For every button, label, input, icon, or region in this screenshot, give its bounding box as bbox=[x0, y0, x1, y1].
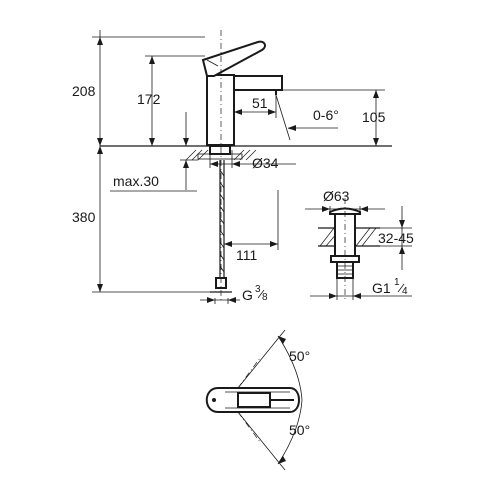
dimension-380: 380 bbox=[72, 146, 210, 293]
dimension-d34: Ø34 bbox=[209, 150, 296, 171]
dimension-32-45: 32-45 bbox=[378, 206, 414, 270]
dimension-max30: max.30 bbox=[110, 112, 198, 192]
label-swivel-top: 50° bbox=[289, 348, 310, 364]
dimension-g1-14: G1 1 4 bbox=[310, 277, 412, 300]
faucet-body bbox=[206, 74, 235, 146]
dimension-d63: Ø63 bbox=[305, 188, 385, 214]
label-d34: Ø34 bbox=[252, 155, 279, 171]
label-380: 380 bbox=[72, 209, 96, 225]
body-top bbox=[237, 392, 271, 408]
faucet-spout bbox=[233, 75, 283, 91]
label-51: 51 bbox=[252, 95, 268, 111]
dimension-208: 208 bbox=[72, 30, 205, 146]
label-32-45: 32-45 bbox=[378, 230, 414, 246]
label-g1-sub: 4 bbox=[402, 286, 408, 297]
label-g1-sup: 1 bbox=[394, 277, 400, 288]
mount-nut bbox=[209, 145, 231, 155]
dimension-111: 111 bbox=[223, 190, 279, 263]
faucet-top-view: 50° 50° bbox=[205, 329, 310, 471]
label-g38-sup: 3 bbox=[255, 284, 261, 295]
label-105: 105 bbox=[362, 109, 386, 125]
dimension-g38: G 3 8 bbox=[200, 284, 268, 304]
label-172: 172 bbox=[137, 91, 161, 107]
label-208: 208 bbox=[72, 83, 96, 99]
dimension-51: 51 bbox=[234, 95, 277, 118]
label-d63: Ø63 bbox=[323, 188, 350, 204]
label-111: 111 bbox=[236, 247, 257, 263]
dimension-105: 105 bbox=[282, 89, 386, 146]
label-angle: 0-6° bbox=[313, 107, 339, 123]
label-swivel-bottom: 50° bbox=[289, 422, 310, 438]
dimension-172: 172 bbox=[137, 55, 205, 146]
mount-washer bbox=[197, 153, 243, 160]
label-g1-main: G1 bbox=[372, 280, 391, 296]
label-max30: max.30 bbox=[113, 173, 159, 189]
faucet-lever bbox=[201, 40, 266, 77]
dimension-angle: 0-6° bbox=[275, 94, 339, 141]
label-g38-main: G bbox=[242, 287, 253, 303]
label-g38-sub: 8 bbox=[262, 292, 268, 303]
waste-drain bbox=[318, 198, 380, 300]
